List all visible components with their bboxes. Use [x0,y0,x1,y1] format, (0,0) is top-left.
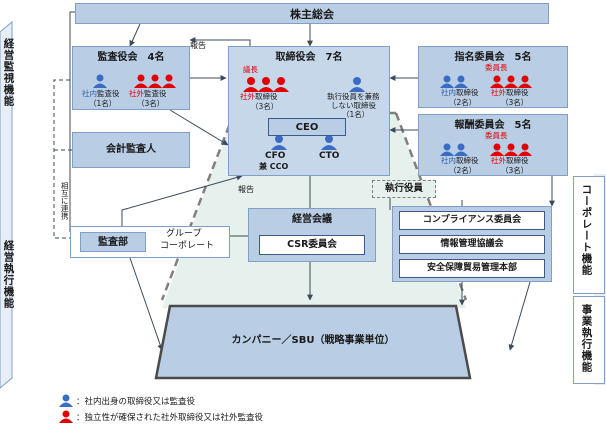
compensation-external-count: （3名） [501,166,529,175]
ceo-label: CEO [295,122,319,133]
board-person-icons [243,77,365,150]
person-icons [93,74,176,88]
board-non-exec-2: しない取締役 [331,101,376,110]
compensation-internal-a: 社内 [441,156,456,165]
info-management-council: 情報管理協議会 [399,235,545,254]
cto-label: CTO [319,151,340,161]
nomination-external-b: 取締役 [506,88,529,97]
compensation-committee: 報酬委員会 5名 委員長 社内取締役 （2名） 社外取締役 （3名） [418,114,568,176]
compensation-external-a: 社外 [491,156,506,165]
board-non-exec-count: （1名） [342,110,370,119]
nomination-external-count: （3名） [501,98,529,107]
group-corporate-1: グループ [166,229,202,239]
audit-department: 監査部 [80,232,146,252]
board-non-exec-1: 執行役員を兼務 [327,92,380,101]
compensation-internal-b: 取締役 [456,156,479,165]
compliance-committee-label: コンプライアンス委員会 [422,215,522,225]
legend-internal: ：社内出身の取締役又は監査役 [76,397,196,407]
compensation-person-icons [440,143,532,156]
mutual-1: 相互に [60,182,70,205]
side-label-monitoring: 経営監視機能 [2,38,15,107]
info-management-label: 情報管理協議会 [440,239,504,249]
compliance-committee: コンプライアンス委員会 [399,211,545,230]
legend-external: ：独立性が確保された社外取締役又は社外監査役 [76,413,264,423]
accounting-auditor-label: 会計監査人 [106,144,156,155]
compensation-chair: 委員長 [485,131,508,140]
ceo-box: CEO [268,118,346,136]
audit-internal-b: 監査役 [97,89,120,98]
compensation-title: 報酬委員会 5名 [454,120,532,131]
nomination-internal-count: （2名） [449,98,477,107]
report-label-2: 報告 [238,185,254,194]
report-label: 報告 [190,41,206,50]
cfo-sub-label: 兼 CCO [259,162,289,171]
nomination-title: 指名委員会 5名 [454,52,532,63]
audit-department-label: 監査部 [98,237,128,248]
csr-committee: CSR委員会 [259,235,365,255]
audit-external-a: 社外 [129,89,144,98]
compensation-internal-count: （2名） [449,166,477,175]
management-meeting: 経営会議 CSR委員会 [248,208,376,262]
group-corporate-2: コーポレート [160,241,215,251]
audit-board-title: 監査役会 4名 [97,52,165,63]
board-chair: 議長 [243,65,258,74]
audit-internal-count: （1名） [89,99,117,108]
nomination-chair: 委員長 [485,63,508,72]
audit-internal-a: 社内 [82,89,97,98]
audit-board: 監査役会 4名 社内監査役 （1名） 社外監査役 （3名） [72,46,190,110]
audit-external-count: （3名） [137,99,165,108]
security-trade-label: 安全保障貿易管理本部 [426,263,517,273]
nomination-external-a: 社外 [491,88,506,97]
board-of-directors: 取締役会 7名 議長 社外取締役 （3名） 執行役員を兼務 しない取締役 （1名… [228,46,390,176]
executive-officers-box: 執行役員 [372,180,436,198]
side-label-business: 事業執行機能 [580,304,593,373]
cfo-label: CFO [265,151,286,161]
accounting-auditor: 会計監査人 [72,132,190,168]
csr-committee-label: CSR委員会 [287,239,337,250]
board-external-a: 社外 [240,92,255,101]
company-sbu-label: カンパニー／SBU（戦略事業単位） [231,335,395,346]
business-band [573,296,605,384]
corporate-band [573,176,605,294]
mutual-2: 連携 [60,204,70,220]
board-title: 取締役会 7名 [275,52,343,63]
shareholders-label: 株主総会 [290,8,334,21]
side-label-execution: 経営執行機能 [2,240,15,309]
shareholders-meeting: 株主総会 [75,3,549,24]
board-external-b: 取締役 [255,92,278,101]
corporate-committees: コンプライアンス委員会 情報管理協議会 安全保障貿易管理本部 [392,206,552,282]
compensation-external-b: 取締役 [506,156,529,165]
security-trade-division: 安全保障貿易管理本部 [399,259,545,278]
side-label-corporate: コーポレート機能 [580,184,593,276]
management-meeting-label: 経営会議 [292,214,332,225]
nomination-person-icons [440,75,532,88]
mutual-link-label: 相互に連携 [60,182,70,220]
executive-officers-label: 執行役員 [384,183,423,194]
nomination-committee: 指名委員会 5名 委員長 社内取締役 （2名） 社外取締役 （3名） [418,46,568,108]
audit-external-b: 監査役 [144,89,167,98]
board-external-count: （3名） [251,102,279,111]
nomination-internal-b: 取締役 [456,88,479,97]
nomination-internal-a: 社内 [441,88,456,97]
